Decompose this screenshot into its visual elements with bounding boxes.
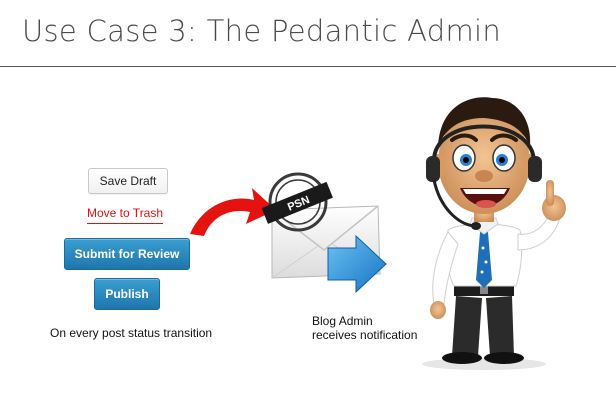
blue-forward-arrow-icon <box>327 234 387 294</box>
red-curved-arrow-icon <box>190 188 276 236</box>
publish-button[interactable]: Publish <box>94 278 160 310</box>
slide-title: Use Case 3: The Pedantic Admin <box>22 14 502 48</box>
title-divider <box>0 66 616 67</box>
caption-line-2: receives notification <box>312 328 418 342</box>
submit-for-review-button[interactable]: Submit for Review <box>64 238 190 270</box>
notification-graphic: PSN <box>261 172 387 294</box>
psn-stamp-icon: PSN <box>261 172 333 232</box>
move-to-trash-link[interactable]: Move to Trash <box>87 206 164 224</box>
save-draft-button[interactable]: Save Draft <box>88 168 168 194</box>
caption-line-1: Blog Admin <box>312 314 373 328</box>
transition-caption: On every post status transition <box>50 326 213 340</box>
admin-character-illustration <box>422 97 566 370</box>
admin-notification-caption: Blog Admin receives notification <box>312 314 417 342</box>
